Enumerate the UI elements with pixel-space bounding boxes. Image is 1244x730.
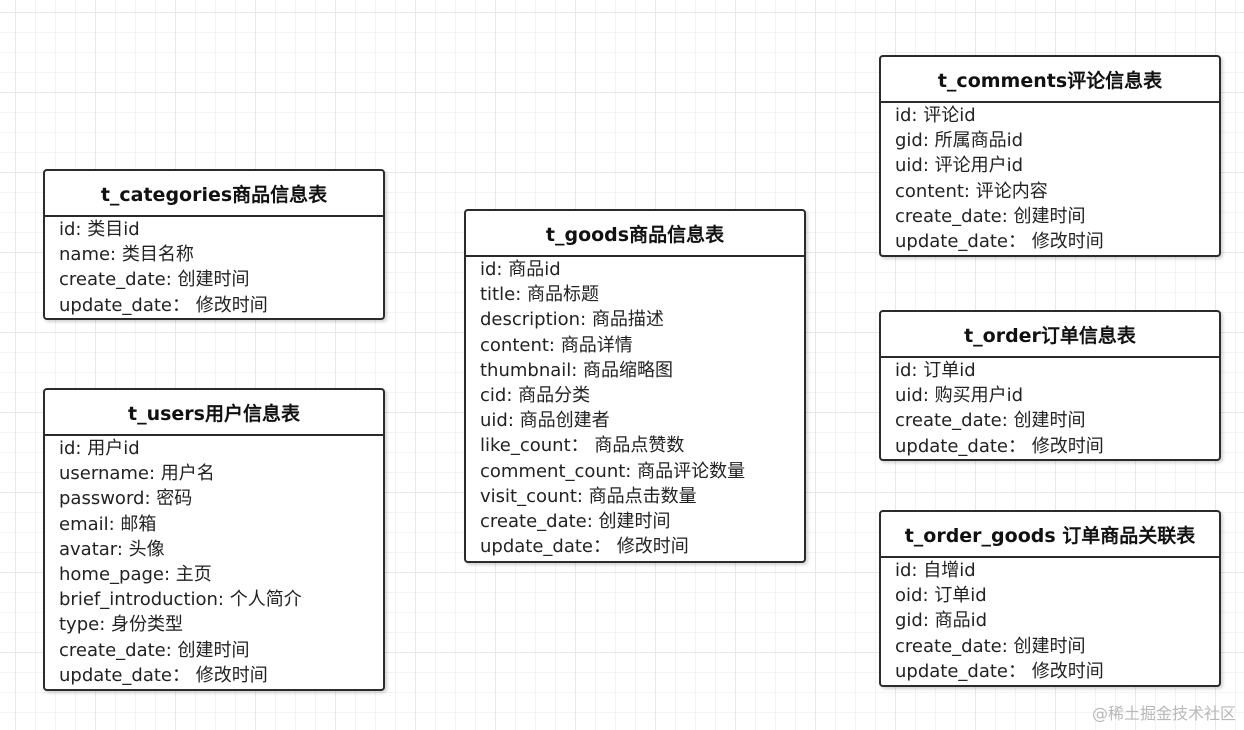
field-row: create_date: 创建时间 [59, 639, 250, 661]
table-categories[interactable]: t_categories商品信息表 id: 类目id name: 类目名称 cr… [43, 169, 385, 320]
field-row: id: 用户id [59, 438, 140, 459]
table-goods[interactable]: t_goods商品信息表 id: 商品id title: 商品标题 descri… [464, 209, 806, 563]
field-row: gid: 商品id [895, 610, 988, 632]
field-row: update_date： 修改时间 [480, 536, 689, 558]
field-row: create_date: 创建时间 [895, 205, 1086, 227]
field-row: update_date： 修改时间 [895, 660, 1104, 682]
field-row: name: 类目名称 [59, 244, 194, 266]
field-list: id: 订单id uid: 购买用户id create_date: 创建时间 u… [881, 358, 1219, 459]
field-row: like_count： 商品点赞数 [480, 435, 685, 457]
table-order[interactable]: t_order订单信息表 id: 订单id uid: 购买用户id create… [879, 310, 1221, 461]
table-title: t_order订单信息表 [881, 312, 1219, 358]
field-row: update_date： 修改时间 [895, 435, 1104, 457]
field-list: id: 评论id gid: 所属商品id uid: 评论用户id content… [881, 103, 1219, 254]
field-row: avatar: 头像 [59, 538, 165, 560]
field-row: create_date: 创建时间 [895, 635, 1086, 657]
field-row: uid: 评论用户id [895, 155, 1024, 177]
field-list: id: 类目id name: 类目名称 create_date: 创建时间 up… [45, 217, 383, 318]
field-row: thumbnail: 商品缩略图 [480, 359, 674, 381]
field-row: content: 评论内容 [895, 180, 1048, 202]
field-row: update_date： 修改时间 [59, 294, 268, 316]
table-title: t_categories商品信息表 [45, 171, 383, 217]
field-row: password: 密码 [59, 488, 193, 510]
field-list: id: 用户id username: 用户名 password: 密码 emai… [45, 436, 383, 688]
field-row: create_date: 创建时间 [59, 269, 250, 291]
field-row: id: 商品id [480, 259, 561, 280]
table-title: t_comments评论信息表 [881, 57, 1219, 103]
field-row: description: 商品描述 [480, 309, 664, 331]
field-list: id: 自增id oid: 订单id gid: 商品id create_date… [881, 558, 1219, 684]
table-title: t_goods商品信息表 [466, 211, 804, 257]
table-title: t_users用户信息表 [45, 390, 383, 436]
table-users[interactable]: t_users用户信息表 id: 用户id username: 用户名 pass… [43, 388, 385, 691]
field-row: brief_introduction: 个人简介 [59, 589, 302, 611]
field-row: id: 订单id [895, 360, 976, 381]
field-row: id: 自增id [895, 560, 976, 581]
field-row: username: 用户名 [59, 463, 215, 485]
field-row: home_page: 主页 [59, 563, 212, 585]
field-list: id: 商品id title: 商品标题 description: 商品描述 c… [466, 257, 804, 559]
field-row: id: 类目id [59, 219, 140, 240]
field-row: email: 邮箱 [59, 513, 157, 535]
table-title: t_order_goods 订单商品关联表 [881, 512, 1219, 558]
field-row: title: 商品标题 [480, 284, 599, 306]
field-row: uid: 购买用户id [895, 385, 1024, 407]
field-row: content: 商品详情 [480, 334, 633, 356]
field-row: visit_count: 商品点击数量 [480, 485, 697, 507]
field-row: cid: 商品分类 [480, 384, 591, 406]
field-row: id: 评论id [895, 105, 976, 126]
field-row: update_date： 修改时间 [59, 664, 268, 686]
watermark: @稀土掘金技术社区 [1091, 704, 1236, 723]
field-row: update_date： 修改时间 [895, 230, 1104, 252]
field-row: create_date: 创建时间 [895, 410, 1086, 432]
table-comments[interactable]: t_comments评论信息表 id: 评论id gid: 所属商品id uid… [879, 55, 1221, 257]
table-order-goods[interactable]: t_order_goods 订单商品关联表 id: 自增id oid: 订单id… [879, 510, 1221, 687]
field-row: uid: 商品创建者 [480, 410, 610, 432]
field-row: gid: 所属商品id [895, 130, 1024, 152]
field-row: comment_count: 商品评论数量 [480, 460, 746, 482]
field-row: oid: 订单id [895, 585, 987, 607]
field-row: create_date: 创建时间 [480, 510, 671, 532]
field-row: type: 身份类型 [59, 614, 183, 636]
